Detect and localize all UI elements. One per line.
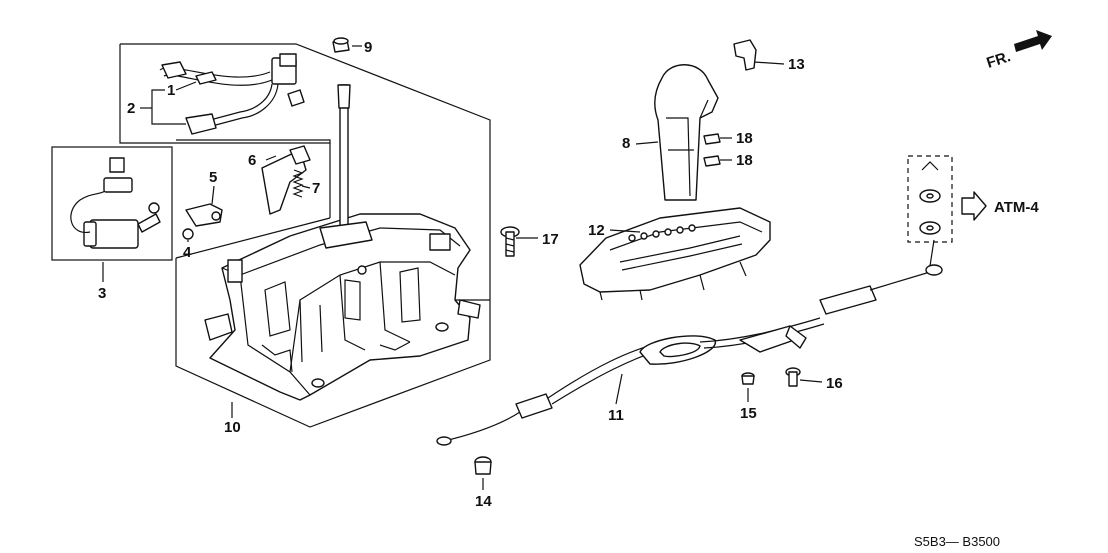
callout-5: 5 [209, 169, 217, 186]
shift-cable [436, 239, 943, 446]
bracket-6 [261, 145, 311, 215]
clip-13 [733, 39, 757, 71]
nut-4 [182, 228, 194, 240]
callout-18b: 18 [736, 152, 753, 169]
callout-8: 8 [622, 135, 630, 152]
leader-lines [102, 45, 823, 490]
solenoid-frame [51, 146, 173, 261]
bolt-16 [785, 367, 801, 387]
front-label: FR. [985, 48, 1013, 72]
screw-18b [703, 155, 721, 167]
reference-label: ATM-4 [994, 199, 1039, 216]
callout-9: 9 [364, 39, 372, 56]
callout-4: 4 [183, 244, 192, 261]
reference-frame [907, 155, 953, 243]
callout-16: 16 [826, 375, 843, 392]
front-direction-arrow-icon [1014, 30, 1052, 52]
washer-stack [919, 161, 941, 235]
callout-15: 15 [740, 405, 757, 422]
nut-15 [741, 372, 755, 385]
shift-lever-rod [319, 84, 373, 249]
callout-3: 3 [98, 285, 106, 302]
shift-lock-solenoid [70, 157, 161, 249]
callout-11: 11 [608, 407, 624, 424]
callout-17: 17 [542, 231, 559, 248]
indicator-panel [579, 207, 771, 301]
screw-18a [703, 133, 721, 145]
callout-6: 6 [248, 152, 256, 169]
shift-lever-base [204, 213, 481, 401]
callout-2: 2 [127, 100, 135, 117]
wire-harness [159, 53, 305, 135]
hollow-arrow-icon [961, 191, 987, 221]
callout-14: 14 [475, 493, 492, 510]
nut-14 [474, 456, 492, 475]
callout-12: 12 [588, 222, 605, 239]
diagram-code: S5B3— B3500 [914, 534, 1000, 549]
callout-7: 7 [312, 180, 320, 197]
shift-knob [654, 64, 719, 201]
spring-7 [292, 169, 304, 198]
callout-1: 1 [167, 82, 175, 99]
assembly-frame [119, 43, 491, 428]
bolt-17 [500, 226, 520, 257]
callout-13: 13 [788, 56, 805, 73]
callout-10: 10 [224, 419, 241, 436]
callout-labels: 1 2 3 4 5 6 7 8 9 10 11 12 13 14 15 16 1… [98, 39, 843, 510]
nut-9 [332, 37, 350, 53]
pin-5 [185, 203, 223, 227]
callout-18a: 18 [736, 130, 753, 147]
